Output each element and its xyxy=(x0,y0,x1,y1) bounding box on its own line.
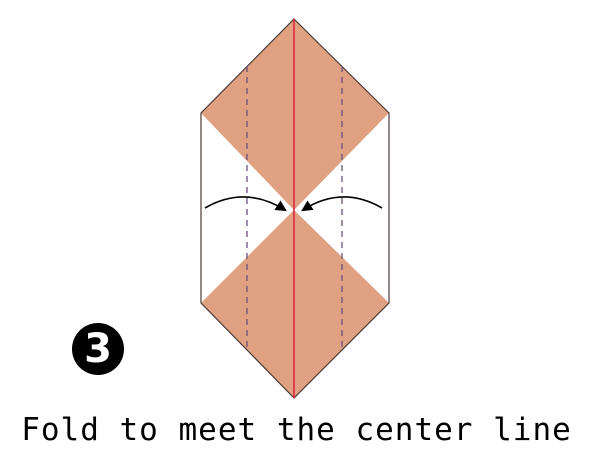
curved-arrow-icon-left xyxy=(204,196,287,212)
instruction-caption: Fold to meet the center line xyxy=(21,412,572,448)
white-flap-left xyxy=(201,113,294,303)
white-flap-right xyxy=(294,113,389,303)
curved-arrow-icon-right xyxy=(301,196,383,212)
step-number-badge: 3 xyxy=(72,323,124,375)
